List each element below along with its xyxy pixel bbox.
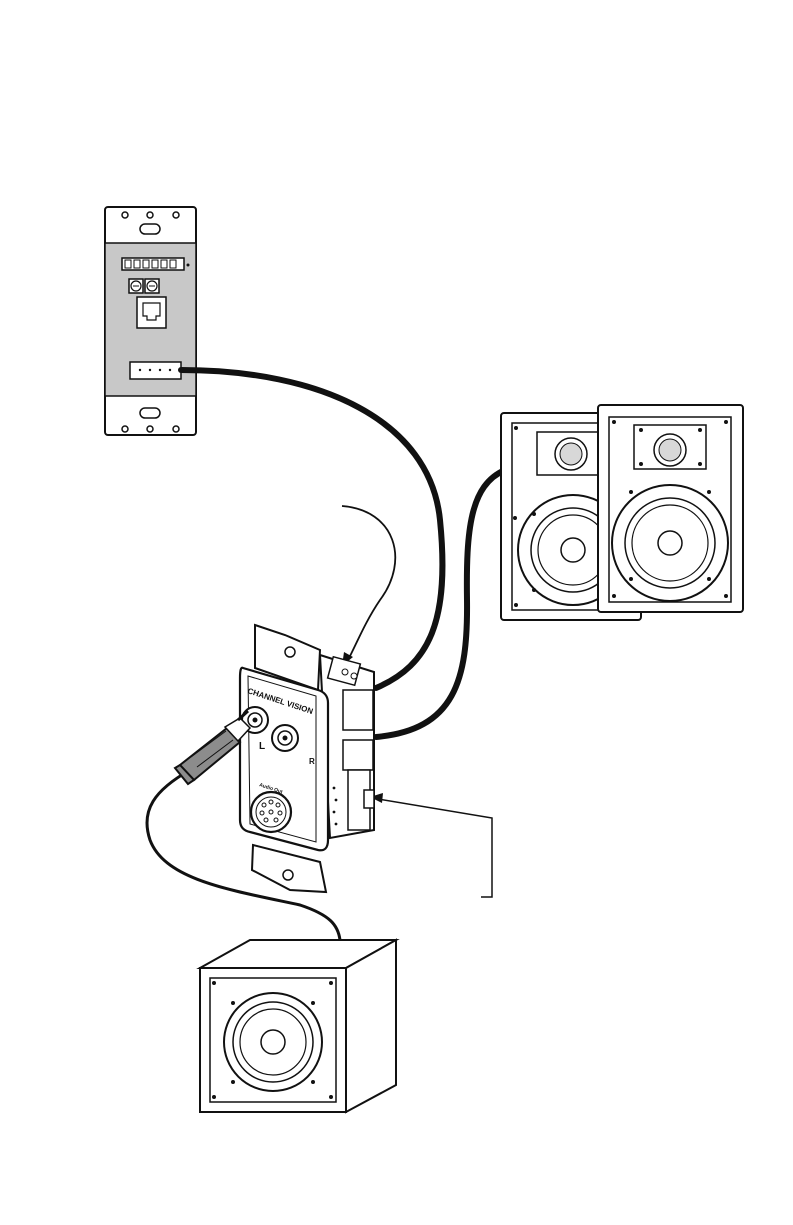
control-wall-plate xyxy=(105,207,196,435)
right-channel-label: R xyxy=(309,757,315,766)
dip-switch-block xyxy=(122,258,190,270)
bracket-pointer xyxy=(372,798,492,897)
left-channel-label: L xyxy=(259,741,265,752)
leader-line xyxy=(342,506,395,660)
rca-plug xyxy=(175,711,250,784)
cables xyxy=(147,370,505,940)
subwoofer xyxy=(200,940,396,1112)
amplifier-module: CHANNEL VISION L R Audio Out xyxy=(240,625,374,892)
speaker-front xyxy=(598,405,743,612)
terminal-block xyxy=(130,362,181,379)
control-cable xyxy=(181,370,442,688)
rj45-jack xyxy=(137,297,166,328)
rca-jack-right xyxy=(272,725,298,751)
din-connector xyxy=(251,792,291,832)
